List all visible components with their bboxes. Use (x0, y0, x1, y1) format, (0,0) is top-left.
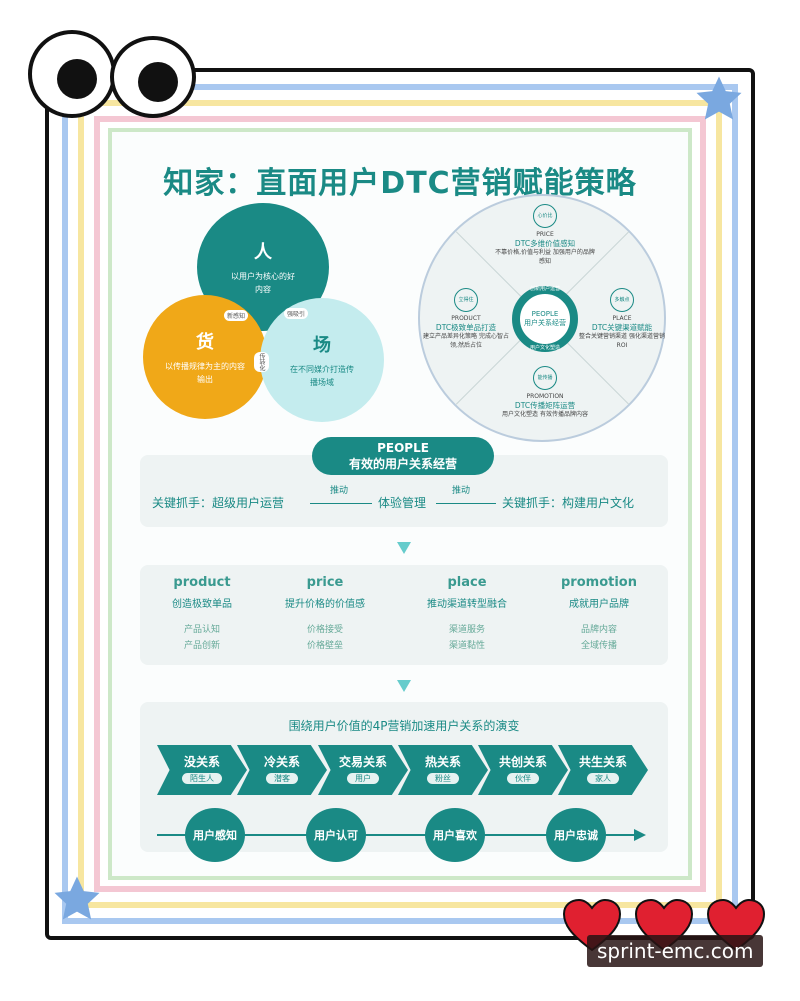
lever-right: 关键抓手：构建用户文化 (502, 496, 635, 510)
border-yellow (78, 100, 722, 908)
venn-tag: 传转化 (254, 352, 269, 372)
relation-chevron: 共创关系伙伴 (478, 745, 568, 795)
arrow-left (310, 503, 372, 504)
arrow-right (436, 503, 496, 504)
venn-goods: 货以传播规律为主的内容输出 (143, 295, 267, 419)
wheel-center-top: 创新用户运营 (530, 286, 561, 292)
eye-right-icon (110, 36, 196, 118)
relation-chevron: 交易关系用户 (318, 745, 408, 795)
stage-circle: 用户忠诚 (546, 808, 606, 862)
venn-place: 场在不同媒介打造传播场域 (260, 298, 384, 422)
page-title: 知家：直面用户DTC营销赋能策略 (163, 166, 637, 201)
down-arrow-icon (397, 680, 411, 692)
relation-chevron: 冷关系潜客 (237, 745, 327, 795)
experience-management: 体验管理 (378, 496, 427, 510)
border-blue (62, 84, 738, 924)
wheel-center-bottom: 用户文化塑造 (530, 345, 561, 351)
stage-line (157, 834, 637, 836)
stage-circle: 用户认可 (306, 808, 366, 862)
star-icon (696, 76, 742, 120)
venn-tag: 强吸引 (284, 308, 309, 319)
relation-chevron: 共生关系家人 (558, 745, 648, 795)
arrow-right-icon (634, 829, 646, 841)
star-icon (54, 876, 100, 920)
venn-tag: 新感知 (224, 310, 249, 321)
border-pink (94, 116, 706, 892)
watermark: sprint-emc.com (587, 935, 764, 967)
push-label: 推动 (330, 486, 349, 496)
relation-chevron: 没关系陌生人 (157, 745, 247, 795)
push-label: 推动 (452, 486, 471, 496)
lever-left: 关键抓手：超级用户运营 (152, 496, 285, 510)
eye-left-icon (28, 30, 116, 118)
stage-circle: 用户感知 (185, 808, 245, 862)
relation-chevron: 热关系粉丝 (398, 745, 488, 795)
four-p-band (140, 565, 668, 665)
down-arrow-icon (397, 542, 411, 554)
stage-circle: 用户喜欢 (425, 808, 485, 862)
evolution-title: 围绕用户价值的4P营销加速用户关系的演变 (288, 719, 520, 733)
